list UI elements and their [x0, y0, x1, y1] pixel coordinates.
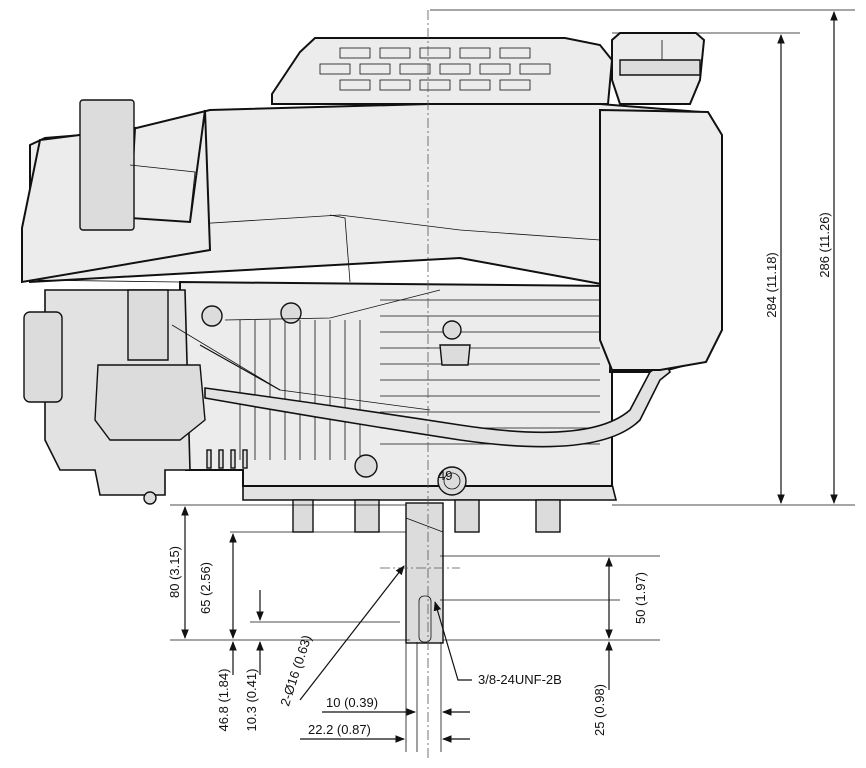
lower-fins	[206, 449, 248, 469]
dimension-labels: 284 (11.18) 286 (11.26) 80 (3.15) 65 (2.…	[167, 212, 832, 737]
block-bolt-3	[354, 454, 378, 478]
center-lines	[380, 10, 460, 758]
engine-body: 49	[21, 32, 723, 644]
carburetor-box	[23, 311, 63, 403]
dim-46-8-label: 46.8 (1.84)	[216, 669, 231, 732]
filter-cap	[79, 99, 135, 231]
cylinder-fins	[239, 299, 600, 460]
dim-65-label: 65 (2.56)	[198, 562, 213, 614]
dim-hole-label: 2-Ø16 (0.63)	[277, 633, 314, 708]
dim-10-label: 10 (0.39)	[326, 695, 378, 710]
crankshaft	[405, 502, 444, 644]
intake-pipe	[127, 289, 169, 361]
dim-22-2-label: 22.2 (0.87)	[308, 722, 371, 737]
dim-10-3-label: 10.3 (0.41)	[244, 669, 259, 732]
dim-80-label: 80 (3.15)	[167, 546, 182, 598]
oil-cap-mark: 49	[438, 468, 452, 483]
block-bolt-1	[201, 305, 223, 327]
dim-25-label: 25 (0.98)	[592, 684, 607, 736]
fuel-tank	[599, 108, 723, 371]
block-bolt-2	[280, 302, 302, 324]
dim-286-label: 286 (11.26)	[817, 212, 832, 278]
dim-284-label: 284 (11.18)	[764, 252, 779, 318]
dim-50-label: 50 (1.97)	[633, 572, 648, 624]
thread-spec-label: 3/8-24UNF-2B	[478, 672, 562, 687]
oil-cap	[437, 466, 467, 496]
dimension-lines	[170, 9, 855, 752]
mounting-feet	[292, 499, 561, 533]
starter-vents	[319, 47, 551, 91]
recoil-starter	[271, 37, 614, 105]
